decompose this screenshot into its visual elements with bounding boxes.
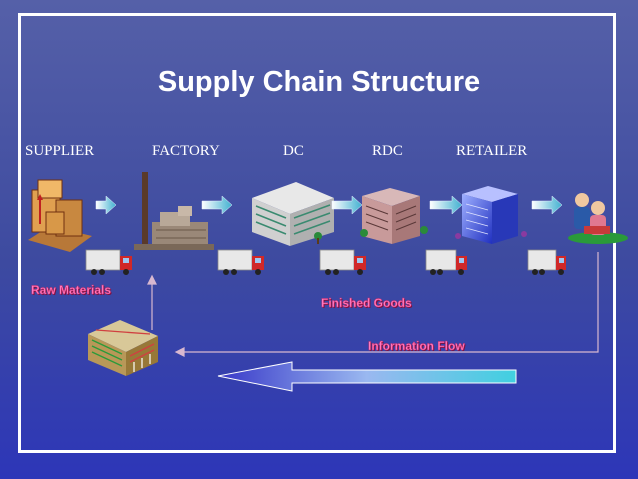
right-arrow-icon [331,195,363,215]
retailer-building-icon [455,186,527,244]
stage-label-factory: FACTORY [152,143,220,159]
truck-icon [85,249,132,275]
customers-icon [568,193,628,244]
stage-label-supplier: SUPPLIER [25,143,95,159]
right-arrow-icon [429,195,463,215]
truck-icon [319,249,366,275]
info-feedback-line [147,252,599,357]
truck-icon [425,249,467,275]
right-arrow-icon [95,195,117,215]
truck-icon [217,249,264,275]
truck-icon [527,249,566,275]
office-building-icon [88,320,158,376]
factory-icon [134,172,214,250]
right-arrow-icon [201,195,233,215]
rdc-building-icon [360,188,428,244]
boxes-icon [28,179,92,252]
page-title: Supply Chain Structure [157,66,481,98]
stage-label-dc: DC [283,143,304,159]
finished-goods-label: Finished Goods [321,296,412,310]
stage-label-rdc: RDC [372,143,403,159]
info-flow-arrow-icon [217,361,517,392]
raw-materials-label: Raw Materials [31,283,112,297]
dc-building-icon [252,182,334,246]
right-arrow-icon [531,195,563,215]
information-flow-label: Information Flow [368,339,465,353]
stage-label-retailer: RETAILER [456,143,528,159]
